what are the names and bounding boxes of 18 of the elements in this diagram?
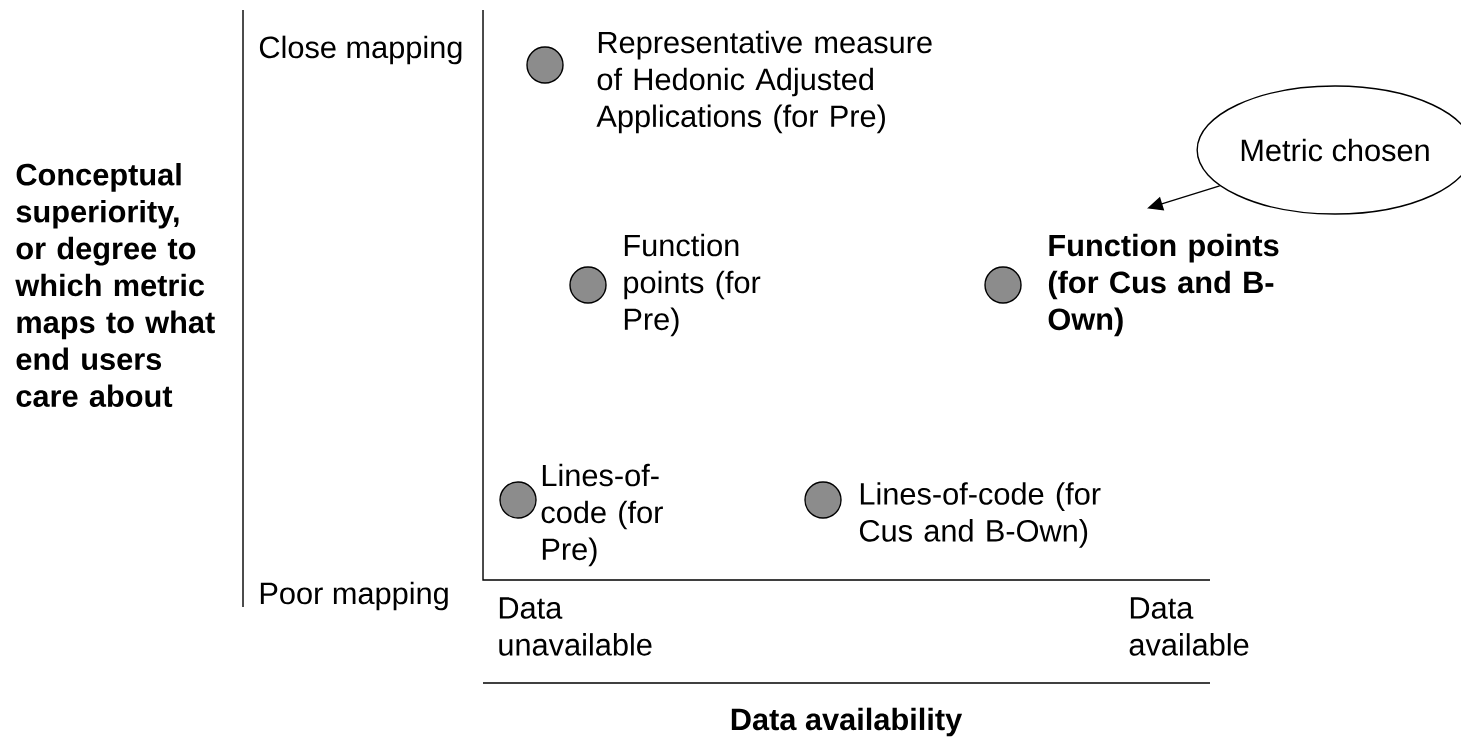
ellipse-callout: Metric chosen bbox=[1196, 85, 1461, 215]
point-label: Function points (for Pre) bbox=[624, 233, 761, 337]
axis-label: Poor mapping bbox=[260, 581, 448, 611]
data-point bbox=[526, 46, 564, 84]
point-label: Representative measure of Hedonic Adjusted Applications (for Pre) bbox=[596, 30, 932, 134]
axis-label: Conceptual superiority, or degree to which metric maps to what end users care about bbox=[15, 163, 215, 407]
data-point bbox=[499, 481, 537, 519]
axis-label: Close mapping bbox=[259, 35, 462, 65]
axis-label: Data available bbox=[1129, 597, 1249, 656]
point-label: Lines-of-code (for Pre) bbox=[541, 463, 663, 567]
point-label: Lines-of-code (for Cus and B-Own) bbox=[859, 482, 1101, 548]
data-point bbox=[804, 481, 842, 519]
axis-label: Data unavailable bbox=[499, 597, 652, 656]
axis-label: Data availability bbox=[731, 707, 963, 737]
point-label: Function points (for Cus and B-Own) bbox=[1048, 233, 1279, 337]
data-point bbox=[984, 266, 1022, 304]
arrow bbox=[1147, 185, 1221, 211]
data-point bbox=[569, 266, 607, 304]
